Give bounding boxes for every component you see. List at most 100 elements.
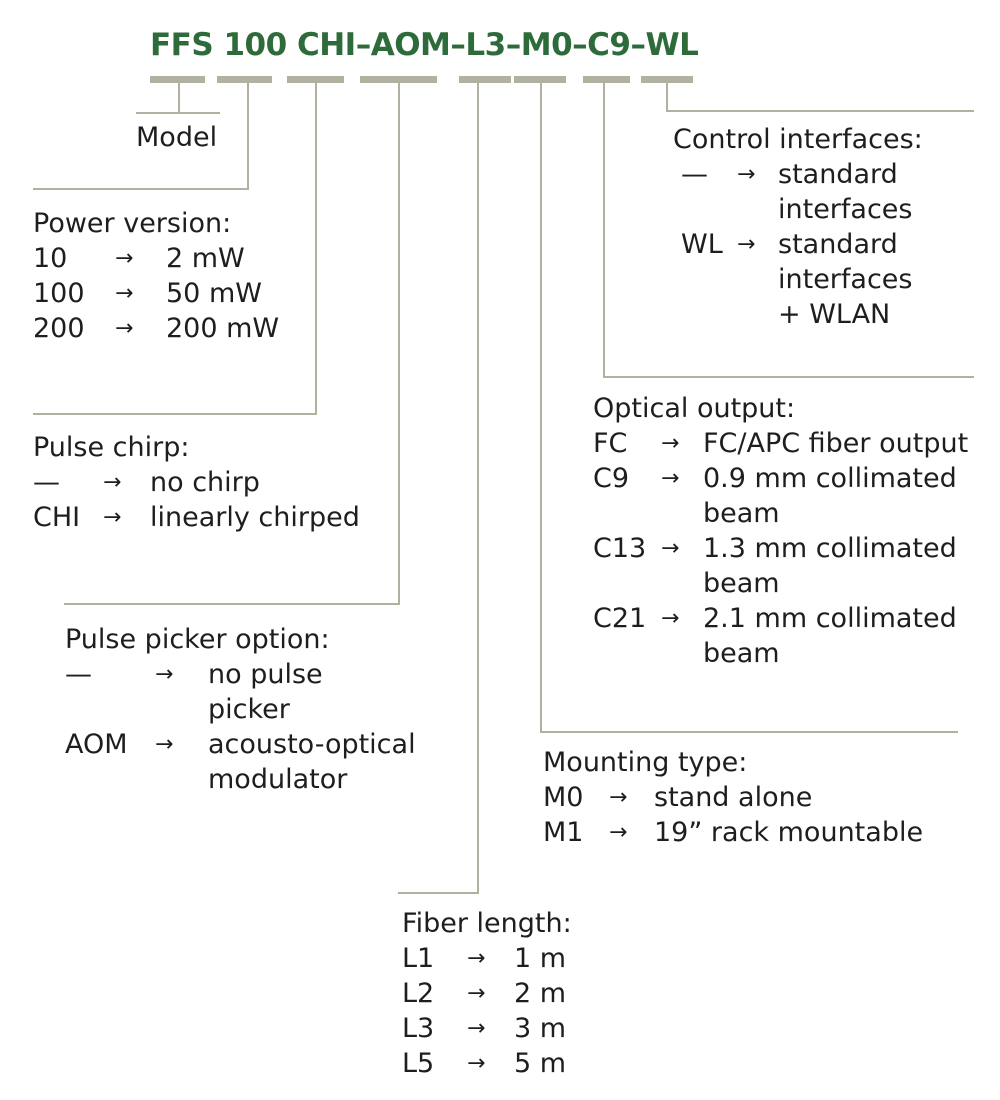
arrow-icon: → xyxy=(467,1051,486,1076)
power-version-title: Power version: xyxy=(33,208,232,239)
picker-leader-line xyxy=(64,83,400,605)
picker-option-row: picker xyxy=(65,692,330,727)
chirp-option-row: —→no chirp xyxy=(33,465,260,500)
chirp-leader-line xyxy=(33,83,317,415)
arrow-icon: → xyxy=(737,162,756,187)
option-code: L2 xyxy=(402,978,435,1009)
option-code: C21 xyxy=(593,603,647,634)
control-option-row: interfaces xyxy=(673,192,923,227)
power-option-row: 200→200 mW xyxy=(33,311,279,346)
mounting-option-row: M1 → 19” rack mountable xyxy=(543,815,923,850)
model-label: Model xyxy=(136,122,218,153)
arrow-icon: → xyxy=(661,466,680,491)
option-value: beam xyxy=(703,638,780,669)
control-option-row: interfaces xyxy=(673,262,923,297)
optical-option-row: C9 → 0.9 mm collimated xyxy=(593,461,957,496)
arrow-icon: → xyxy=(115,246,134,271)
fiber-option-row: L2 → 2 m xyxy=(402,976,572,1011)
option-value: 2 mW xyxy=(166,243,245,274)
chirp-option-row: CHI→linearly chirped xyxy=(33,500,360,535)
arrow-icon: → xyxy=(609,785,628,810)
picker-option-row: — → no pulse xyxy=(65,657,330,692)
optical-output-title: Optical output: xyxy=(593,393,796,424)
option-code: C9 xyxy=(593,463,630,494)
mounting-option-row: M0 → stand alone xyxy=(543,780,812,815)
option-code: 100 xyxy=(33,278,85,309)
picker-option-row: modulator xyxy=(65,762,347,797)
arrow-icon: → xyxy=(661,536,680,561)
optical-option-row: beam xyxy=(593,566,795,601)
arrow-icon: → xyxy=(609,820,628,845)
optical-option-row: C21 → 2.1 mm collimated xyxy=(593,601,957,636)
arrow-icon: → xyxy=(115,316,134,341)
arrow-icon: → xyxy=(103,470,122,495)
option-value: modulator xyxy=(208,764,348,795)
arrow-icon: → xyxy=(155,732,174,757)
option-value: + WLAN xyxy=(778,299,891,330)
code-segment-underline xyxy=(514,76,566,83)
option-code: 10 xyxy=(33,243,68,274)
control-option-row: + WLAN xyxy=(673,297,923,332)
option-value: linearly chirped xyxy=(150,502,360,533)
code-segment-underline xyxy=(459,76,511,83)
option-code: M0 xyxy=(543,782,584,813)
option-code: — xyxy=(65,659,92,690)
option-value: 19” rack mountable xyxy=(654,817,924,848)
mounting-type-title: Mounting type: xyxy=(543,747,748,778)
option-value: FC/APC fiber output xyxy=(703,428,969,459)
option-value: picker xyxy=(208,694,290,725)
arrow-icon: → xyxy=(467,981,486,1006)
option-value: 5 m xyxy=(514,1048,567,1079)
control-option-row: —→standard xyxy=(673,157,923,192)
option-value: 1.3 mm collimated xyxy=(703,533,957,564)
option-code: C13 xyxy=(593,533,647,564)
code-segment-underline xyxy=(641,76,693,83)
optical-option-row: FC → FC/APC fiber output xyxy=(593,426,968,461)
option-value: no pulse xyxy=(208,659,323,690)
option-value: 2.1 mm collimated xyxy=(703,603,957,634)
option-code: FC xyxy=(593,428,628,459)
picker-option-row: AOM→acousto-optical xyxy=(65,727,416,762)
control-option-row: WL→standard xyxy=(673,227,923,262)
option-value: 0.9 mm collimated xyxy=(703,463,957,494)
power-option-row: 10 → 2 mW xyxy=(33,241,245,276)
option-value: stand alone xyxy=(654,782,813,813)
power-option-row: 100→50 mW xyxy=(33,276,262,311)
option-code: WL xyxy=(681,229,723,260)
arrow-icon: → xyxy=(661,431,680,456)
option-code: L1 xyxy=(402,943,435,974)
fiber-option-row: L1→1 m xyxy=(402,941,572,976)
arrow-icon: → xyxy=(103,505,122,530)
power-leader-line xyxy=(33,83,249,190)
option-value: 3 m xyxy=(514,1013,567,1044)
option-code: M1 xyxy=(543,817,584,848)
option-code: 200 xyxy=(33,313,85,344)
option-code: L3 xyxy=(402,1013,435,1044)
code-segment-underline xyxy=(287,76,344,83)
option-value: beam xyxy=(703,568,780,599)
option-value: 1 m xyxy=(514,943,567,974)
optical-option-row: beam xyxy=(593,636,795,671)
option-value: 2 m xyxy=(514,978,567,1009)
code-segment-underline xyxy=(583,76,630,83)
fiber-option-row: L5 → 5 m xyxy=(402,1046,572,1081)
arrow-icon: → xyxy=(115,281,134,306)
arrow-icon: → xyxy=(155,662,174,687)
option-code: L5 xyxy=(402,1048,435,1079)
option-value: beam xyxy=(703,498,780,529)
arrow-icon: → xyxy=(467,1016,486,1041)
option-code: — xyxy=(33,467,60,498)
arrow-icon: → xyxy=(661,606,680,631)
option-value: standard xyxy=(778,159,898,190)
code-segment-underline xyxy=(150,76,205,83)
code-segment-underline xyxy=(217,76,272,83)
option-value: standard xyxy=(778,229,898,260)
code-segment-underline xyxy=(360,76,437,83)
